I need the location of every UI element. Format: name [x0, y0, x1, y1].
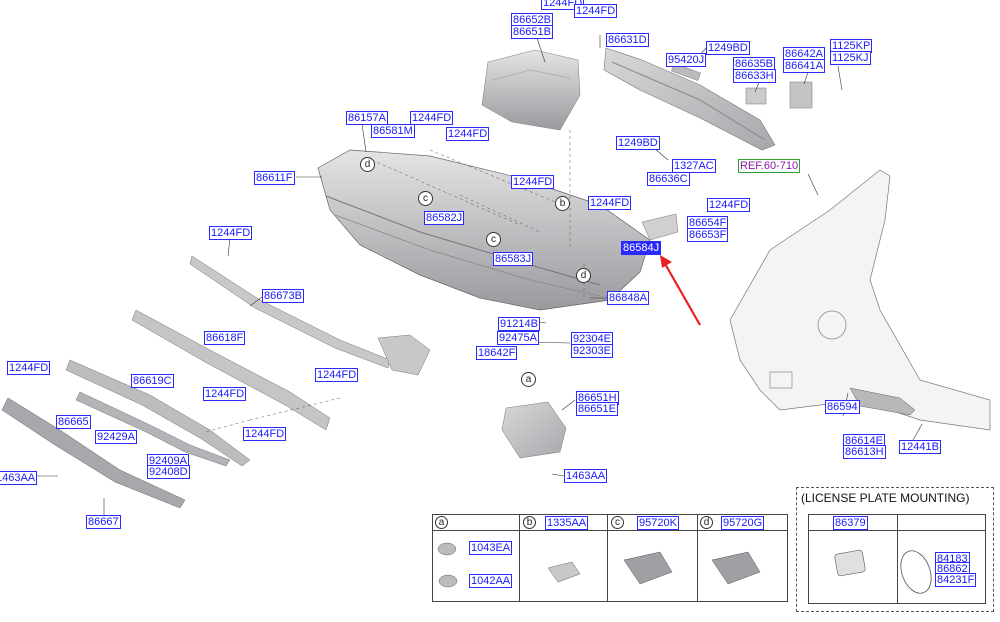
- part-label-86667[interactable]: 86667: [86, 515, 121, 529]
- callout-a: a: [521, 372, 536, 387]
- part-label-1327ac[interactable]: 1327AC: [672, 159, 716, 173]
- callout-c-upper: c: [418, 191, 433, 206]
- harness-18642f: [377, 334, 431, 376]
- part-label-86641a[interactable]: 86641A: [783, 59, 825, 73]
- part-label-92304e[interactable]: 92304E: [571, 332, 613, 346]
- quarter-panel-outline: [729, 169, 991, 431]
- reference-label[interactable]: REF.60-710: [738, 159, 801, 173]
- part-label-1244fd[interactable]: 1244FD: [446, 127, 490, 141]
- part-label-86651b[interactable]: 86651B: [511, 25, 553, 39]
- part-label-86613h[interactable]: 86613H: [843, 445, 886, 459]
- table-part-1042aa[interactable]: 1042AA: [469, 574, 513, 588]
- upper-cover-part: [481, 49, 581, 131]
- part-label-1244fd[interactable]: 1244FD: [209, 226, 253, 240]
- callout-d-lower: d: [576, 268, 591, 283]
- part-label-86848a[interactable]: 86848A: [607, 291, 649, 305]
- license-plate-title: (LICENSE PLATE MOUNTING): [801, 491, 970, 505]
- table-part-drawings: [437, 542, 932, 594]
- license-plate-table: [808, 514, 986, 604]
- part-label-1244fd[interactable]: 1244FD: [315, 368, 359, 382]
- part-label-92409a[interactable]: 92409A: [147, 454, 189, 468]
- part-label-92408d[interactable]: 92408D: [147, 465, 190, 479]
- part-label-1244fd[interactable]: 1244FD: [203, 387, 247, 401]
- table-part-95720k[interactable]: 95720K: [637, 516, 679, 530]
- part-label-86651e[interactable]: 86651E: [576, 402, 618, 416]
- table-head-c: c: [611, 516, 624, 529]
- part-label-86673b[interactable]: 86673B: [262, 289, 304, 303]
- table-head-d: d: [700, 516, 713, 529]
- part-label-86653f[interactable]: 86653F: [687, 228, 729, 242]
- bracket-assembly-86651h: [501, 401, 567, 459]
- part-label-1249bd[interactable]: 1249BD: [706, 41, 750, 55]
- part-label-95420j[interactable]: 95420J: [666, 53, 707, 67]
- part-label-1244fd[interactable]: 1244FD: [707, 198, 751, 212]
- highlight-arrow: [660, 255, 701, 326]
- part-label-86618f[interactable]: 86618F: [204, 331, 246, 345]
- table-part-1335aa[interactable]: 1335AA: [545, 516, 589, 530]
- part-label-86157a[interactable]: 86157A: [346, 111, 388, 125]
- license-part-86379[interactable]: 86379: [833, 516, 868, 530]
- part-label-86581m[interactable]: 86581M: [371, 124, 415, 138]
- part-label-86633h[interactable]: 86633H: [733, 69, 776, 83]
- part-label-86583j[interactable]: 86583J: [493, 252, 534, 266]
- part-label-86611f[interactable]: 86611F: [254, 171, 295, 185]
- callout-b: b: [555, 196, 570, 211]
- part-label-18642f[interactable]: 18642F: [476, 346, 518, 360]
- rear-bumper-cover: [317, 149, 651, 311]
- part-label-1244fd[interactable]: 1244FD: [410, 111, 454, 125]
- part-label-1463aa[interactable]: 1463AA: [564, 469, 608, 483]
- license-plate-mounting-box: [796, 487, 994, 612]
- table-head-b: b: [523, 516, 536, 529]
- lower-trim-strips: [1, 255, 391, 509]
- fastener-table: [432, 514, 788, 602]
- part-label-1244fd[interactable]: 1244FD: [243, 427, 287, 441]
- bracket-86654f: [641, 213, 679, 241]
- part-label-86614e[interactable]: 86614E: [843, 434, 885, 448]
- part-label-86594[interactable]: 86594: [825, 400, 860, 414]
- part-label-12441b[interactable]: 12441B: [899, 440, 941, 454]
- part-label-1244fd[interactable]: 1244FD: [588, 196, 632, 210]
- part-label-86619c[interactable]: 86619C: [131, 374, 174, 388]
- part-label-92429a[interactable]: 92429A: [95, 430, 137, 444]
- callout-c-lower: c: [486, 232, 501, 247]
- table-part-1043ea[interactable]: 1043EA: [469, 541, 513, 555]
- part-label-86584j-highlighted[interactable]: 86584J: [621, 241, 662, 255]
- beam-brackets: [671, 63, 813, 109]
- part-label-86582j[interactable]: 86582J: [424, 211, 465, 225]
- table-head-a: a: [435, 516, 448, 529]
- part-label-86636c[interactable]: 86636C: [647, 172, 690, 186]
- part-label-92475a[interactable]: 92475A: [497, 331, 539, 345]
- part-label-1125kj[interactable]: 1125KJ: [830, 51, 871, 65]
- part-label-1244fd[interactable]: 1244FD: [7, 361, 51, 375]
- part-label-1249bd[interactable]: 1249BD: [616, 136, 660, 150]
- part-label-1244fd[interactable]: 1244FD: [574, 4, 618, 18]
- part-label-91214b[interactable]: 91214B: [498, 317, 540, 331]
- table-part-95720g[interactable]: 95720G: [721, 516, 765, 530]
- impact-beam-part: [603, 47, 776, 151]
- license-part-84231f[interactable]: 84231F: [935, 573, 977, 587]
- callout-d-upper: d: [360, 157, 375, 172]
- part-label-1244fd[interactable]: 1244FD: [511, 175, 555, 189]
- part-label-86665[interactable]: 86665: [56, 415, 91, 429]
- part-label-1463aa[interactable]: 1463AA: [0, 471, 38, 485]
- part-label-86631d[interactable]: 86631D: [606, 33, 649, 47]
- part-label-92303e[interactable]: 92303E: [571, 344, 613, 358]
